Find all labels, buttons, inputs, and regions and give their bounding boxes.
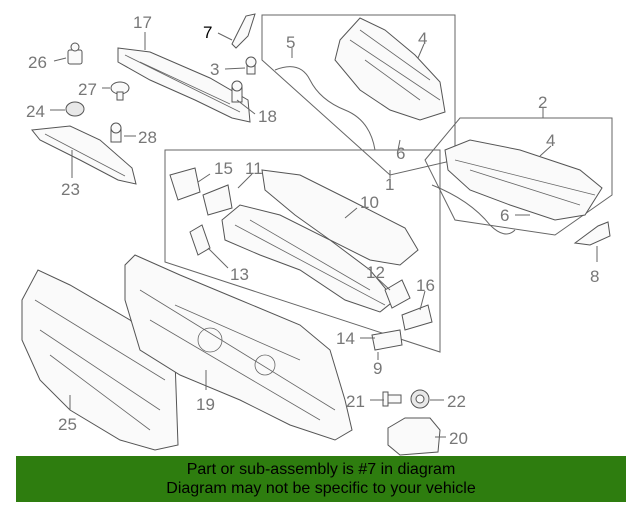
part-17-bracket	[117, 47, 251, 123]
callout-16[interactable]: 16	[416, 276, 435, 295]
callout-15[interactable]: 15	[214, 159, 233, 178]
callout-1[interactable]: 1	[385, 175, 394, 194]
callout-25[interactable]: 25	[58, 415, 77, 434]
callout-4[interactable]: 4	[418, 29, 427, 48]
callout-26[interactable]: 26	[28, 53, 47, 72]
part-14-bracket	[371, 329, 403, 351]
callout-6[interactable]: 6	[396, 144, 405, 163]
callout-10[interactable]: 10	[360, 193, 379, 212]
part-10-cowl-panel	[261, 169, 419, 266]
callout-14[interactable]: 14	[336, 329, 355, 348]
callout-12[interactable]: 12	[366, 263, 385, 282]
part-19-dash-panel	[124, 254, 353, 441]
callout-labels: 7 17 26 3 27 24 18 28 23 5 4 6 1 2 4 6 8…	[26, 13, 599, 448]
callout-11[interactable]: 11	[245, 159, 263, 178]
callout-13[interactable]: 13	[230, 265, 249, 284]
callout-20[interactable]: 20	[449, 429, 468, 448]
callout-7[interactable]: 7	[203, 23, 212, 42]
part-5-hose	[274, 66, 376, 151]
part-16-bracket	[401, 304, 433, 331]
part-28-clip	[110, 122, 122, 143]
part-20-bracket	[387, 417, 441, 456]
callout-19[interactable]: 19	[196, 395, 215, 414]
callout-9[interactable]: 9	[373, 359, 382, 378]
part-3-clip	[245, 56, 257, 75]
callout-21[interactable]: 21	[346, 392, 365, 411]
part-12-bracket	[384, 279, 411, 309]
part-22-nut	[410, 389, 430, 409]
part-2-cowl-upper	[444, 139, 603, 221]
part-15-bracket	[169, 167, 201, 201]
callout-3[interactable]: 3	[210, 60, 219, 79]
callout-22[interactable]: 22	[447, 392, 466, 411]
callout-27[interactable]: 27	[78, 80, 97, 99]
callout-5[interactable]: 5	[286, 33, 295, 52]
callout-6b[interactable]: 6	[500, 206, 509, 225]
callout-24[interactable]: 24	[26, 102, 45, 121]
info-banner: Part or sub-assembly is #7 in diagram Di…	[16, 456, 626, 502]
callout-4b[interactable]: 4	[546, 131, 555, 150]
group-box-9	[164, 149, 441, 353]
leader-lines	[50, 32, 598, 438]
callout-23[interactable]: 23	[61, 180, 80, 199]
part-24-plug	[65, 101, 85, 117]
part-7-trim[interactable]	[231, 13, 256, 49]
part-21-bolt	[382, 391, 402, 407]
callout-17[interactable]: 17	[133, 13, 152, 32]
banner-line-2: Diagram may not be specific to your vehi…	[166, 480, 476, 497]
part-11-bracket	[202, 184, 233, 216]
part-25-insulator	[21, 269, 179, 451]
part-1-cowl-upper	[334, 17, 446, 121]
callout-18[interactable]: 18	[258, 107, 277, 126]
banner-line-1: Part or sub-assembly is #7 in diagram	[186, 461, 456, 478]
parts-diagram: 7 17 26 3 27 24 18 28 23 5 4 6 1 2 4 6 8…	[21, 13, 613, 456]
part-26-clip	[67, 42, 83, 65]
part-18-clip	[231, 80, 243, 103]
part-27-grommet	[110, 81, 130, 101]
callout-8[interactable]: 8	[590, 267, 599, 286]
callout-2[interactable]: 2	[538, 93, 547, 112]
part-9-cowl-lower	[221, 204, 396, 313]
part-8-trim	[573, 221, 611, 246]
part-2-hose	[431, 184, 516, 235]
group-box-2	[424, 117, 613, 236]
callout-28[interactable]: 28	[138, 128, 157, 147]
group-box-1	[261, 14, 456, 176]
part-13-bracket	[189, 224, 211, 256]
